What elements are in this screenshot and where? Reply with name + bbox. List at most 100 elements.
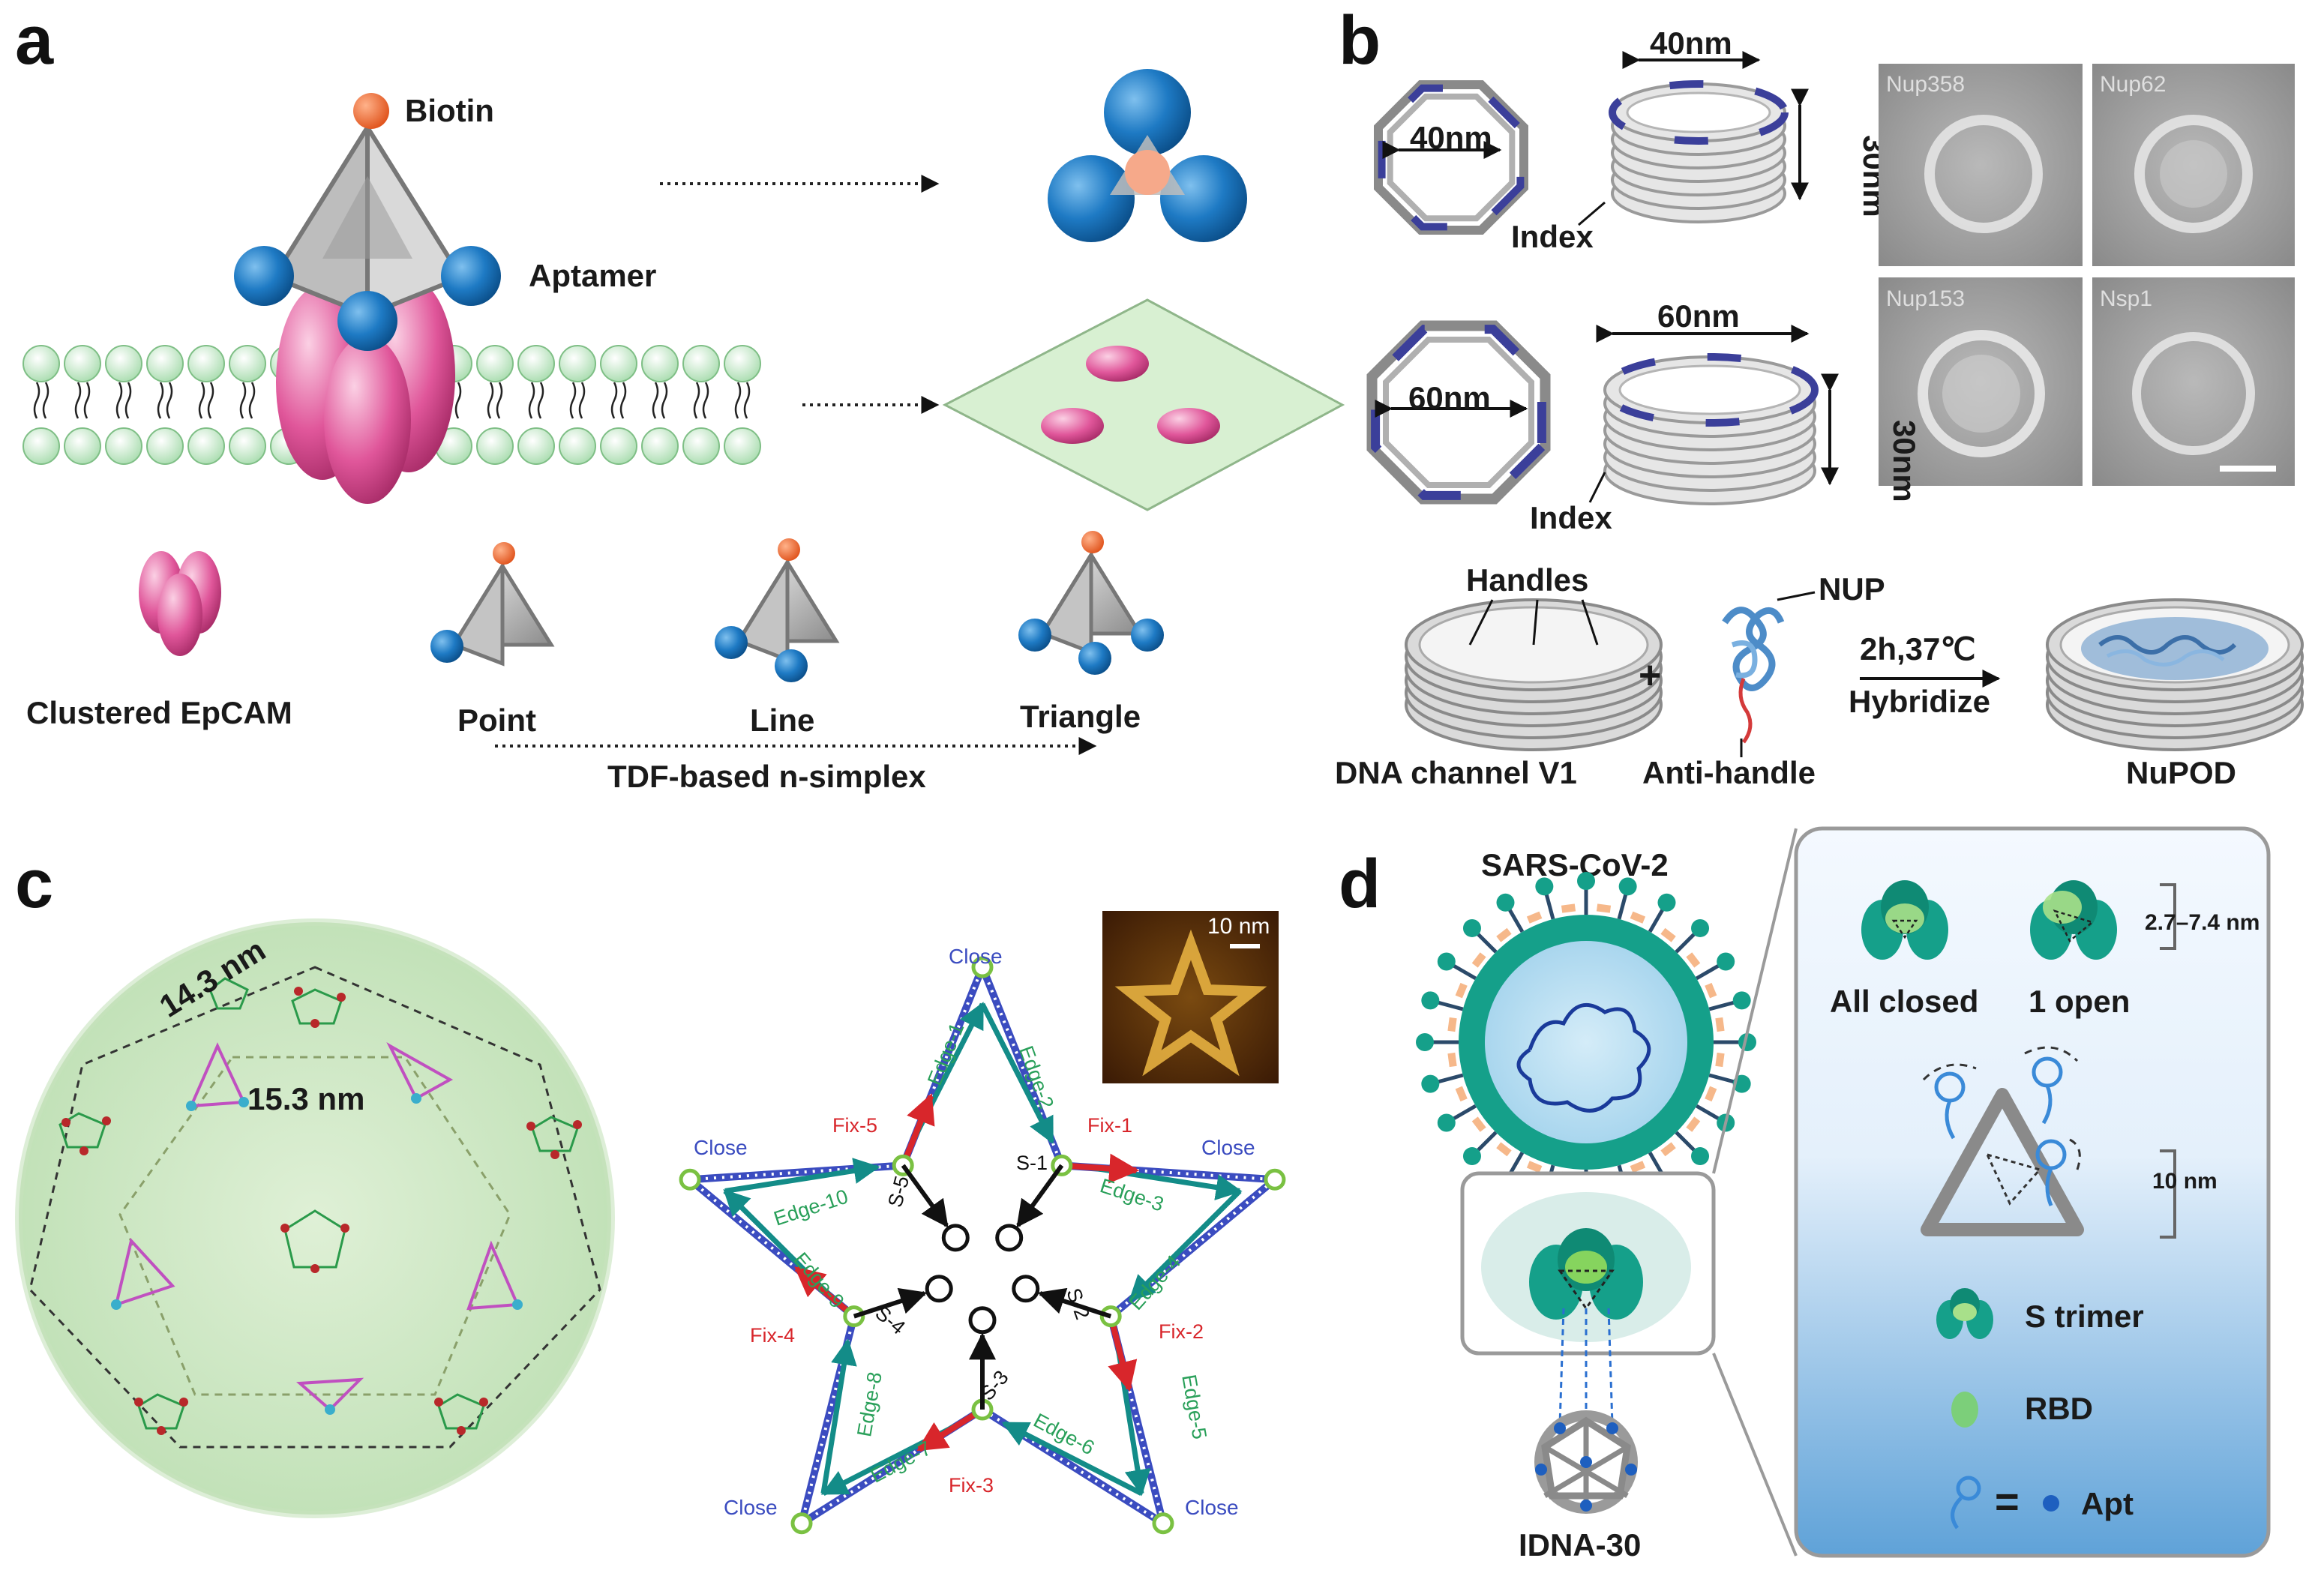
apt-dot-icon xyxy=(2043,1495,2059,1512)
lipid-tail xyxy=(569,382,577,419)
lipid-head xyxy=(64,427,101,465)
nup-protein: NUP Anti-handle xyxy=(1642,571,1885,790)
lipid-head xyxy=(476,345,514,382)
edge-strand xyxy=(979,1002,1055,1144)
hairpin-loop xyxy=(995,1224,1024,1252)
lipid-tail xyxy=(487,382,494,419)
hairpin-loop xyxy=(1012,1275,1040,1303)
nupod: NuPOD xyxy=(2046,598,2304,790)
panel-c: c xyxy=(15,846,1286,1535)
magenta-triangles xyxy=(114,1042,520,1412)
lipid-head xyxy=(517,345,555,382)
lipid-tail xyxy=(115,382,123,419)
spike-head xyxy=(1535,877,1554,896)
spike-head xyxy=(1462,918,1481,937)
staple-strand xyxy=(901,1164,949,1228)
fix-label: Fix-4 xyxy=(750,1324,795,1347)
membrane-protein xyxy=(1630,911,1646,924)
membrane-protein xyxy=(1455,982,1468,999)
membrane-protein xyxy=(1686,952,1701,968)
lipid-tail xyxy=(157,382,164,419)
point-label: Point xyxy=(457,703,536,738)
dna-channel-label: DNA channel V1 xyxy=(1335,755,1577,790)
s-label: S-2 xyxy=(1062,1285,1094,1323)
fix-strand xyxy=(794,1266,856,1319)
lipid-head xyxy=(559,427,596,465)
membrane-protein xyxy=(1715,1052,1725,1068)
lipid-head xyxy=(146,345,184,382)
lipid-tail xyxy=(702,382,709,419)
simplex-line-icon xyxy=(715,538,840,682)
spike-head xyxy=(1416,1033,1434,1051)
membrane-protein xyxy=(1447,1052,1457,1068)
lipid-tail xyxy=(661,382,668,419)
close-label: Close xyxy=(1185,1496,1239,1519)
octagon-40nm: 40nm xyxy=(1374,80,1528,235)
hairpin-loop xyxy=(925,1275,953,1303)
lipid-head xyxy=(600,427,637,465)
spike-head xyxy=(1717,952,1735,971)
spike-head xyxy=(1657,893,1676,912)
hybridize-label: Hybridize xyxy=(1849,684,1990,719)
fix-strand xyxy=(916,1407,985,1452)
membrane-protein xyxy=(1471,1116,1486,1132)
lipid-head xyxy=(517,427,555,465)
lipid-tail xyxy=(537,382,544,419)
lipid-head xyxy=(22,345,60,382)
membrane-protein xyxy=(1705,982,1717,999)
spike-head xyxy=(1421,991,1440,1010)
fix-label: Fix-1 xyxy=(1087,1114,1132,1137)
spike-head xyxy=(1421,1074,1440,1093)
close-label: Close xyxy=(949,945,1003,968)
index-marker xyxy=(1609,80,1789,145)
clustered-epcam-icon xyxy=(139,551,221,656)
lipid-head xyxy=(476,427,514,465)
lipid-head xyxy=(641,345,679,382)
detail-panel xyxy=(1794,826,2271,1558)
lipid-head xyxy=(641,427,679,465)
binding-lines xyxy=(1558,1308,1614,1425)
lipid-tail xyxy=(619,382,627,419)
dna-triangle-aptamers xyxy=(1921,1046,2084,1236)
membrane-protein xyxy=(1447,1017,1457,1032)
simplex-point-icon xyxy=(430,542,555,667)
lipid-head xyxy=(187,345,225,382)
s-trimer-label: S trimer xyxy=(2025,1299,2144,1334)
simplex-triangle-icon xyxy=(1018,531,1164,675)
inner-dashed-polygon xyxy=(118,1056,511,1396)
lipid-head xyxy=(229,345,266,382)
octagon-60-dim: 60nm xyxy=(1408,380,1491,415)
one-open-label: 1 open xyxy=(2029,984,2130,1019)
stack-60-height: 30nm xyxy=(1887,420,1922,502)
lipid-head xyxy=(559,345,596,382)
staple-strand xyxy=(1016,1164,1064,1228)
panel-b-label: b xyxy=(1339,2,1381,79)
star-node xyxy=(1152,1512,1174,1535)
em-micrographs: Nup358 Nup62 Nup153 Nsp1 xyxy=(1879,64,2295,486)
panel-d-label: d xyxy=(1339,846,1381,922)
spike-head xyxy=(1618,877,1637,896)
octagon-60nm: 60nm xyxy=(1366,320,1551,505)
lipid-tail xyxy=(42,382,49,419)
zoom-connector xyxy=(1712,828,1798,1174)
fix-label: Fix-5 xyxy=(832,1114,877,1137)
lipid-head xyxy=(146,427,184,465)
apt-label: Apt xyxy=(2081,1486,2134,1521)
spike-head xyxy=(1462,1147,1481,1166)
lipid-tail xyxy=(693,382,700,419)
membrane-protein xyxy=(1705,1086,1717,1102)
distance-label-2: 15.3 nm xyxy=(247,1081,364,1116)
star-node xyxy=(790,1512,813,1535)
edge-strand xyxy=(724,1158,880,1194)
ten-nm-bracket xyxy=(2160,1149,2176,1239)
panel-d: d SARS-CoV-2 xyxy=(1339,826,2271,1563)
lipid-tail xyxy=(166,382,173,419)
idna-label: IDNA-30 xyxy=(1519,1527,1641,1563)
lipid-tail xyxy=(496,382,503,419)
tetrahedron-top-view xyxy=(1048,69,1247,242)
afm-scale-label: 10 nm xyxy=(1207,914,1270,939)
range-label: 2.7–7.4 nm xyxy=(2145,910,2260,935)
em-label: Nup153 xyxy=(1886,286,1965,311)
range-bracket xyxy=(2160,883,2176,950)
